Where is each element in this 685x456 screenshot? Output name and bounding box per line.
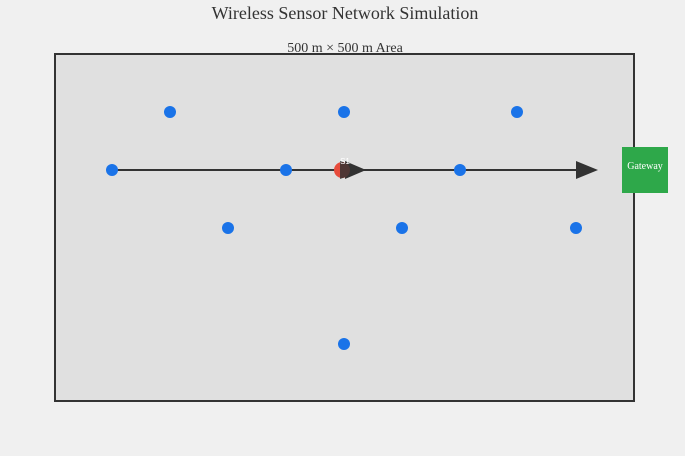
sensor-node <box>106 164 118 176</box>
sensor-node <box>338 338 350 350</box>
gateway-label: Gateway <box>627 161 663 172</box>
sensor-node <box>570 222 582 234</box>
data-path-arrowhead <box>576 161 598 179</box>
sensor-node <box>396 222 408 234</box>
mobile-node-label: S1 <box>340 157 350 166</box>
sensor-node <box>338 106 350 118</box>
page-title: Wireless Sensor Network Simulation <box>211 3 479 23</box>
sensor-node <box>222 222 234 234</box>
sensor-node <box>164 106 176 118</box>
gateway-node: Gateway <box>622 147 668 193</box>
sensor-node <box>280 164 292 176</box>
sensor-node <box>454 164 466 176</box>
area-subtitle: 500 m × 500 m Area <box>287 41 403 56</box>
sensor-node <box>511 106 523 118</box>
mobile-node-arrow-overlay <box>340 161 366 179</box>
